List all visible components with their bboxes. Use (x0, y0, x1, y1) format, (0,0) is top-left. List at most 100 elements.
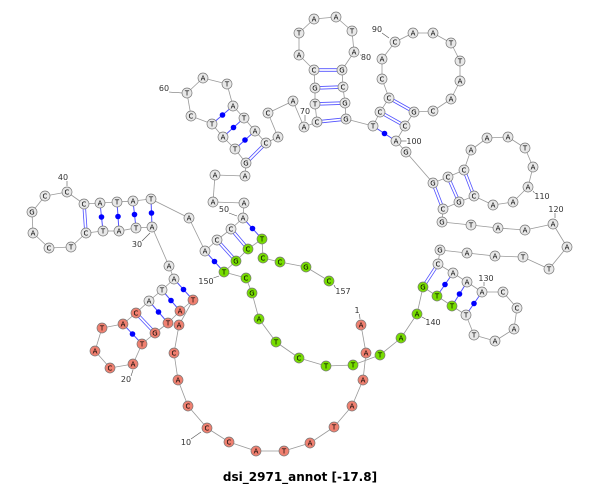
nucleotide-letter: G (243, 160, 248, 168)
nucleotide-33: T (97, 225, 109, 237)
nucleotide-letter: A (465, 250, 470, 258)
nucleotide-150: T (218, 266, 230, 278)
nucleotide-11: C (182, 400, 194, 412)
nucleotide-124: A (489, 250, 501, 262)
label-tick (168, 91, 183, 94)
nucleotide-letter: T (159, 287, 165, 295)
nucleotide-letter: C (43, 193, 48, 201)
nucleotide-letter: A (187, 215, 192, 223)
nucleotide-letter: A (98, 200, 103, 208)
label-tick (141, 232, 151, 242)
nucleotide-letter: A (150, 224, 155, 232)
nucleotide-letter: T (312, 101, 318, 109)
nucleotide-circle (274, 256, 286, 268)
nucleotide-circle (527, 161, 539, 173)
nucleotide-154: C (257, 252, 269, 264)
nucleotide-circle (328, 421, 340, 433)
nucleotide-2: A (360, 347, 372, 359)
nucleotide-circle (217, 131, 229, 143)
nucleotide-136: T (460, 309, 472, 321)
index-label-text: 20 (121, 375, 131, 384)
nucleotide-letter: G (303, 264, 308, 272)
nucleotide-circle (357, 374, 369, 386)
nucleotide-letter: T (448, 40, 454, 48)
nucleotide-82: C (337, 81, 349, 93)
nucleotide-circle (431, 290, 443, 302)
index-label-text: 40 (58, 173, 68, 182)
nucleotide-64: T (238, 112, 250, 124)
nucleotide-circle (487, 199, 499, 211)
nucleotide-51: A (238, 197, 250, 209)
nucleotide-circle (96, 322, 108, 334)
nucleotide-58: T (206, 118, 218, 130)
nucleotide-letter: C (341, 84, 346, 92)
nucleotide-letter: T (190, 297, 196, 305)
nucleotide-letter: C (266, 110, 271, 118)
nucleotide-circle (339, 97, 351, 109)
nucleotide-circle (476, 286, 488, 298)
nucleotide-circle (287, 95, 299, 107)
nucleotide-67: A (272, 131, 284, 143)
nucleotide-42: A (94, 197, 106, 209)
nucleotide-circle (346, 25, 358, 37)
nucleotide-128: A (447, 267, 459, 279)
nucleotide-14: A (173, 319, 185, 331)
nucleotide-letter: T (449, 303, 455, 311)
nucleotide-letter: C (315, 119, 320, 127)
nucleotide-7: T (278, 445, 290, 457)
nucleotide-37: A (27, 227, 39, 239)
nucleotide-16: A (174, 305, 186, 317)
label-tick (130, 369, 134, 377)
nucleotide-circle (278, 445, 290, 457)
nucleotide-86: C (374, 106, 386, 118)
nucleotide-circle (508, 323, 520, 335)
nucleotide-circle (187, 294, 199, 306)
nucleotide-letter: G (342, 100, 347, 108)
nucleotide-19: T (136, 338, 148, 350)
nucleotide-circle (411, 308, 423, 320)
nucleotide-circle (465, 144, 477, 156)
nucleotide-letter: A (506, 134, 511, 142)
nucleotide-circle (80, 227, 92, 239)
pair-dot (148, 210, 155, 216)
nucleotide-76: T (293, 27, 305, 39)
nucleotide-circle (253, 313, 265, 325)
nucleotide-circle (395, 332, 407, 344)
nucleotide-152: C (242, 243, 254, 255)
nucleotide-circle (181, 87, 193, 99)
nucleotide-letter: T (468, 222, 474, 230)
nucleotide-letter: C (108, 365, 113, 373)
nucleotide-147: A (253, 313, 265, 325)
nucleotide-62: T (221, 78, 233, 90)
nucleotide-letter: C (229, 226, 234, 234)
nucleotide-44: A (127, 195, 139, 207)
nucleotide-circle (347, 359, 359, 371)
nucleotide-circle (522, 181, 534, 193)
label-tick (381, 32, 390, 39)
nucleotide-100: A (390, 135, 402, 147)
nucleotide-circle (270, 336, 282, 348)
nucleotide-66: C (260, 137, 272, 149)
nucleotide-94: T (454, 55, 466, 67)
index-label-157: 157 (333, 284, 351, 296)
backbone-segment (188, 217, 206, 252)
nucleotide-91: A (407, 27, 419, 39)
nucleotide-circle (561, 241, 573, 253)
nucleotide-letter: A (221, 134, 226, 142)
nucleotide-109: A (527, 161, 539, 173)
nucleotide-circle (367, 120, 379, 132)
nucleotide-circle (26, 206, 38, 218)
nucleotide-38: G (26, 206, 38, 218)
nucleotide-letter: T (241, 115, 247, 123)
nucleotide-circle (489, 335, 501, 347)
nucleotide-letter: T (221, 269, 227, 277)
nucleotide-107: A (502, 131, 514, 143)
nucleotide-circle (206, 118, 218, 130)
nucleotide-letter: A (493, 338, 498, 346)
nucleotide-letter: A (511, 199, 516, 207)
nucleotide-circle (519, 142, 531, 154)
nucleotide-letter: A (394, 138, 399, 146)
nucleotide-circle (199, 245, 211, 257)
nucleotide-letter: A (203, 248, 208, 256)
nucleotide-letter: A (291, 98, 296, 106)
